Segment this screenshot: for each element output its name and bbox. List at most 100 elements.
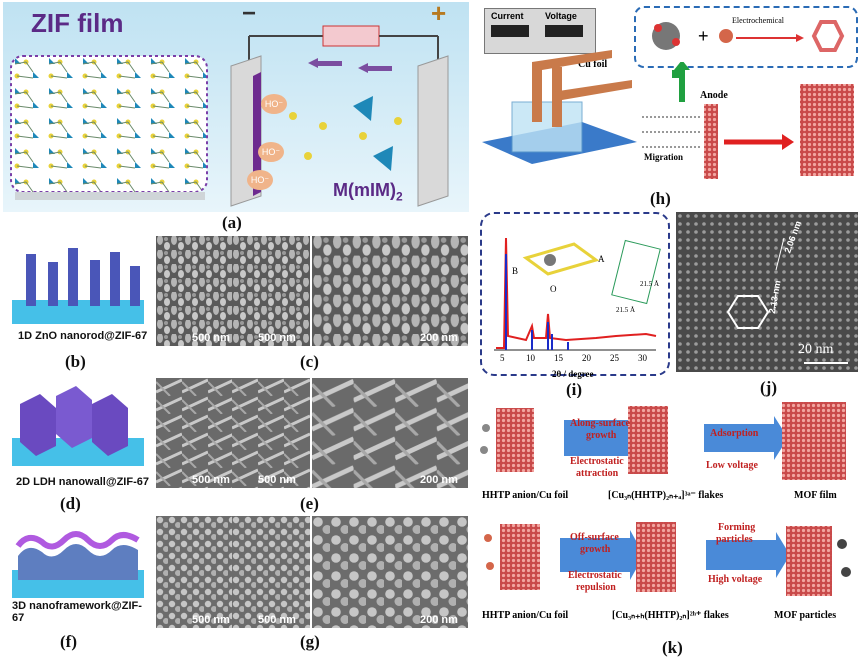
reaction-box: Electrochemical + — [634, 6, 858, 68]
hydroxide-ion-3: HO⁻ — [247, 170, 273, 190]
hydroxide-ion-2: HO⁻ — [258, 142, 284, 162]
minus-sign: − — [242, 0, 257, 27]
bot-arrow2-line2: particles — [716, 534, 753, 545]
panel-i: B A O 21.5 Å 21.5 Å 5 10 15 20 25 30 — [480, 212, 670, 376]
axis-a-label: A — [598, 254, 605, 264]
tick-15: 15 — [554, 353, 563, 363]
panel-b: 1D ZnO nanorod@ZIF-67 — [4, 234, 152, 344]
top-arrow2-line1: Adsorption — [710, 428, 759, 439]
bot-caption-2: [Cu₃ₙ₊ₕ(HHTP)₂ₙ]²ʰ⁺ flakes — [612, 610, 729, 621]
nanowall-schematic — [12, 386, 144, 466]
scale-e-3: 200 nm — [420, 474, 458, 486]
plus-sign: + — [431, 0, 447, 28]
dimension-1: 21.5 Å — [616, 306, 636, 314]
tick-25: 25 — [610, 353, 619, 363]
caption-f: 3D nanoframework@ZIF-67 — [12, 600, 142, 624]
label-j: (j) — [760, 378, 777, 397]
scale-e-1: 500 nm — [192, 474, 230, 486]
bot-caption-1: HHTP anion/Cu foil — [482, 610, 569, 621]
top-caption-1: HHTP anion/Cu foil — [482, 490, 569, 501]
top-arrow1-line4: attraction — [576, 468, 619, 479]
voltage-readout: Voltage — [545, 11, 577, 21]
xrd-pattern — [494, 237, 661, 351]
species-subscript: 2 — [395, 189, 403, 204]
bot-arrow1-line3: Electrostatic — [568, 570, 622, 581]
sem-g-1: 500 nm — [156, 516, 232, 628]
dimension-2: 21.5 Å — [640, 280, 660, 288]
reaction-scheme: + — [652, 20, 845, 52]
anode-label: Anode — [700, 90, 728, 101]
bot-arrow2-line1: Forming — [718, 522, 756, 533]
display-2 — [545, 25, 583, 37]
migration-label: Migration — [644, 152, 683, 162]
tick-5: 5 — [500, 353, 505, 363]
sem-e-1: 500 nm — [156, 378, 232, 488]
tick-20: 20 — [582, 353, 591, 363]
bot-caption-3: MOF particles — [774, 610, 837, 621]
electrochemical-setup — [482, 50, 637, 164]
label-b: (b) — [65, 352, 86, 371]
bot-arrow1-line4: repulsion — [576, 582, 616, 593]
tick-10: 10 — [526, 353, 535, 363]
panel-a: ZIF film − + HO⁻ HO⁻ HO⁻ M(mIM)2 — [3, 0, 469, 212]
xrd-xlabel: 2θ / degree — [552, 369, 594, 379]
caption-d: 2D LDH nanowall@ZIF-67 — [16, 476, 149, 488]
electrolysis-cell — [230, 25, 449, 207]
hydroxide-ion-1: HO⁻ — [261, 94, 287, 114]
current-readout: Current — [491, 11, 524, 21]
zif-film-title: ZIF film — [31, 8, 124, 38]
species-name: M(mIM) — [333, 180, 396, 200]
label-f: (f) — [60, 632, 77, 651]
cu-foil-label: Cu foil — [578, 59, 608, 70]
label-h: (h) — [650, 189, 671, 208]
scale-c-3: 200 nm — [420, 332, 458, 344]
label-i: (i) — [566, 380, 583, 399]
scale-c-1: 500 nm — [192, 332, 230, 344]
sem-e-3: 200 nm — [312, 378, 468, 488]
axis-o-label: O — [550, 284, 557, 294]
nanorod-schematic — [12, 248, 144, 324]
panel-h: Current Voltage Cu foil Electrochemical … — [472, 2, 860, 182]
label-e: (e) — [300, 494, 319, 513]
top-caption-2: [Cu₃ₙ(HHTP)₂ₙ₊ₐ]³ᵃ⁻ flakes — [608, 490, 724, 501]
panel-j-tem: 2.06 nm 2.13 nm 20 nm — [676, 212, 858, 372]
sem-c-3: 200 nm — [312, 236, 468, 346]
scale-g-1: 500 nm — [192, 614, 230, 626]
top-arrow1-line3: Electrostatic — [570, 456, 624, 467]
top-arrow1-line2: growth — [586, 430, 617, 441]
growth-scheme — [480, 402, 851, 596]
metal-imidazolate-label: M(mIM)2 — [333, 180, 403, 204]
scale-g-2: 500 nm — [258, 614, 296, 626]
axis-b-label: B — [512, 266, 519, 276]
panel-k: Along-surface growth Electrostatic attra… — [476, 398, 860, 634]
sem-g-2: 500 nm — [232, 516, 310, 628]
zif-lattice-zoom — [10, 55, 208, 200]
bot-arrow1-line2: growth — [580, 544, 611, 555]
sem-c-1: 500 nm — [156, 236, 232, 346]
top-caption-3: MOF film — [794, 490, 837, 501]
panel-f: 3D nanoframework@ZIF-67 — [4, 516, 152, 626]
label-g: (g) — [300, 632, 320, 651]
electrochemical-label: Electrochemical — [732, 16, 784, 25]
bot-arrow1-line1: Off-surface — [570, 532, 619, 543]
label-c: (c) — [300, 352, 319, 371]
top-arrow2-line2: Low voltage — [706, 460, 758, 471]
label-a: (a) — [222, 213, 242, 232]
sem-e-2: 500 nm — [232, 378, 310, 488]
top-arrow1-line1: Along-surface — [570, 418, 630, 429]
panel-d: 2D LDH nanowall@ZIF-67 — [4, 384, 152, 494]
scale-e-2: 500 nm — [258, 474, 296, 486]
sem-c-2: 500 nm — [232, 236, 310, 346]
label-k: (k) — [662, 638, 683, 657]
scale-c-2: 500 nm — [258, 332, 296, 344]
power-supply: Current Voltage — [484, 8, 596, 54]
scale-g-3: 200 nm — [420, 614, 458, 626]
bot-arrow2-line3: High voltage — [708, 574, 763, 585]
nanoframework-schematic — [12, 531, 144, 598]
display-1 — [491, 25, 529, 37]
tick-30: 30 — [638, 353, 647, 363]
sem-g-3: 200 nm — [312, 516, 468, 628]
label-d: (d) — [60, 494, 81, 513]
tem-scale: 20 nm — [798, 342, 834, 357]
caption-b: 1D ZnO nanorod@ZIF-67 — [18, 330, 148, 342]
